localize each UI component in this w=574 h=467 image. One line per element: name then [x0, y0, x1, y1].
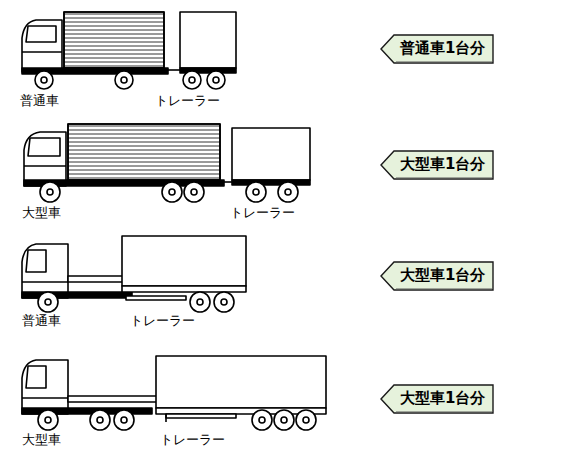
- arrow-tag: 大型車1台分: [380, 384, 494, 414]
- arrow-tag: 大型車1台分: [380, 261, 494, 291]
- vehicle-label: トレーラー: [160, 432, 225, 448]
- vehicle-label: 普通車: [22, 313, 61, 329]
- arrow-tag-shape: [381, 262, 493, 290]
- tag-text: 大型車1台分: [400, 150, 494, 178]
- arrow-tag-shade: [396, 178, 492, 179]
- arrow-tag: 大型車1台分: [380, 150, 494, 180]
- arrow-tag: 普通車1台分: [380, 34, 494, 64]
- arrow-tag-shape: [381, 35, 493, 63]
- vehicle-label: 普通車: [20, 93, 59, 109]
- tag-text: 大型車1台分: [400, 261, 494, 289]
- arrow-tag-shade: [396, 412, 492, 413]
- vehicle-label: トレーラー: [230, 205, 295, 221]
- arrow-tag-shape: [381, 385, 493, 413]
- tag-text: 大型車1台分: [400, 384, 494, 412]
- arrow-tag-shade: [396, 289, 492, 290]
- tag-text: 普通車1台分: [400, 34, 494, 62]
- arrow-tag-shade: [396, 62, 492, 63]
- vehicle-label: トレーラー: [130, 313, 195, 329]
- vehicle-label: 大型車: [22, 432, 61, 448]
- vehicle-label: 大型車: [22, 205, 61, 221]
- vehicle-label: トレーラー: [155, 93, 220, 109]
- arrow-tag-shape: [381, 151, 493, 179]
